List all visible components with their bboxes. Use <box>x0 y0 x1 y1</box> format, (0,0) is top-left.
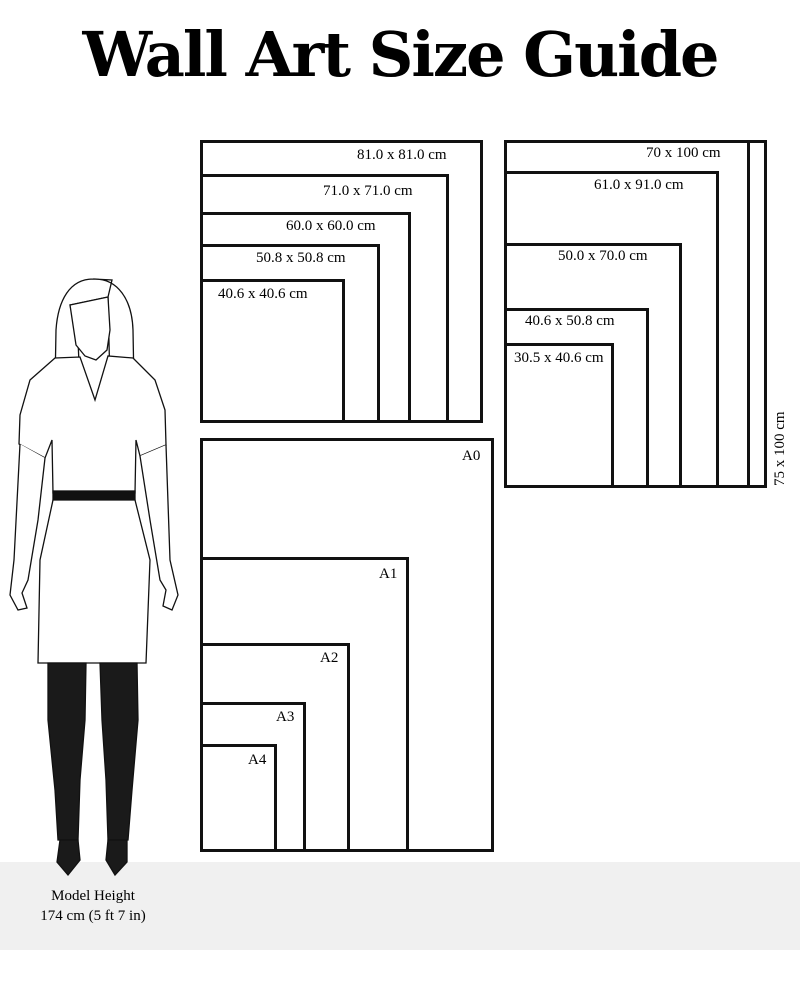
shirt <box>18 355 167 494</box>
size-label: 60.0 x 60.0 cm <box>286 218 376 234</box>
size-label: A1 <box>379 566 398 582</box>
frame-40-6x40-6 <box>200 279 345 423</box>
model-height-value: 174 cm (5 ft 7 in) <box>40 908 146 924</box>
size-label: 50.0 x 70.0 cm <box>558 248 648 264</box>
size-label: 81.0 x 81.0 cm <box>357 147 447 163</box>
size-label: 70 x 100 cm <box>646 145 721 161</box>
frame-a4 <box>200 744 277 852</box>
legs <box>47 662 139 841</box>
floor-band <box>0 862 800 950</box>
size-label: A0 <box>462 448 481 464</box>
size-label: 50.8 x 50.8 cm <box>256 250 346 266</box>
size-label: A2 <box>320 650 339 666</box>
size-label: 30.5 x 40.6 cm <box>514 350 604 366</box>
frame-30-5x40-6 <box>504 343 614 488</box>
belt <box>52 490 136 501</box>
arm-right <box>139 444 179 611</box>
page-title: Wall Art Size Guide <box>82 18 719 91</box>
size-label: 40.6 x 50.8 cm <box>525 313 615 329</box>
size-label: A3 <box>276 709 295 725</box>
model-height-label: Model Height <box>51 888 135 904</box>
size-label: 71.0 x 71.0 cm <box>323 183 413 199</box>
size-label: 40.6 x 40.6 cm <box>218 286 308 302</box>
arm-left <box>9 443 46 611</box>
shoe-left <box>56 839 81 877</box>
skirt <box>37 499 151 664</box>
model-figure <box>9 278 179 877</box>
size-label-vertical: 75 x 100 cm <box>772 411 788 486</box>
face <box>69 296 111 361</box>
size-label: A4 <box>248 752 267 768</box>
size-label: 61.0 x 91.0 cm <box>594 177 684 193</box>
shoe-right <box>105 839 128 877</box>
